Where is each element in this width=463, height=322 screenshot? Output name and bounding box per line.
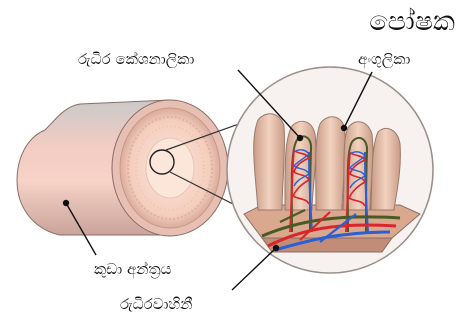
- diagram-title: පෝෂක: [369, 6, 455, 38]
- label-capillaries: රුධිර කේශනාලිකා: [78, 50, 194, 68]
- label-blood-vessels: රුධිරවාහිනී: [120, 295, 192, 313]
- small-intestine-tube: [17, 100, 228, 236]
- magnified-villi-view: [227, 67, 433, 273]
- blood-vessels-pointer: [232, 248, 276, 290]
- label-villi: අංගුලිකා: [358, 50, 410, 68]
- label-small-intestine: කුඩා අන්ත්‍රය: [94, 260, 171, 278]
